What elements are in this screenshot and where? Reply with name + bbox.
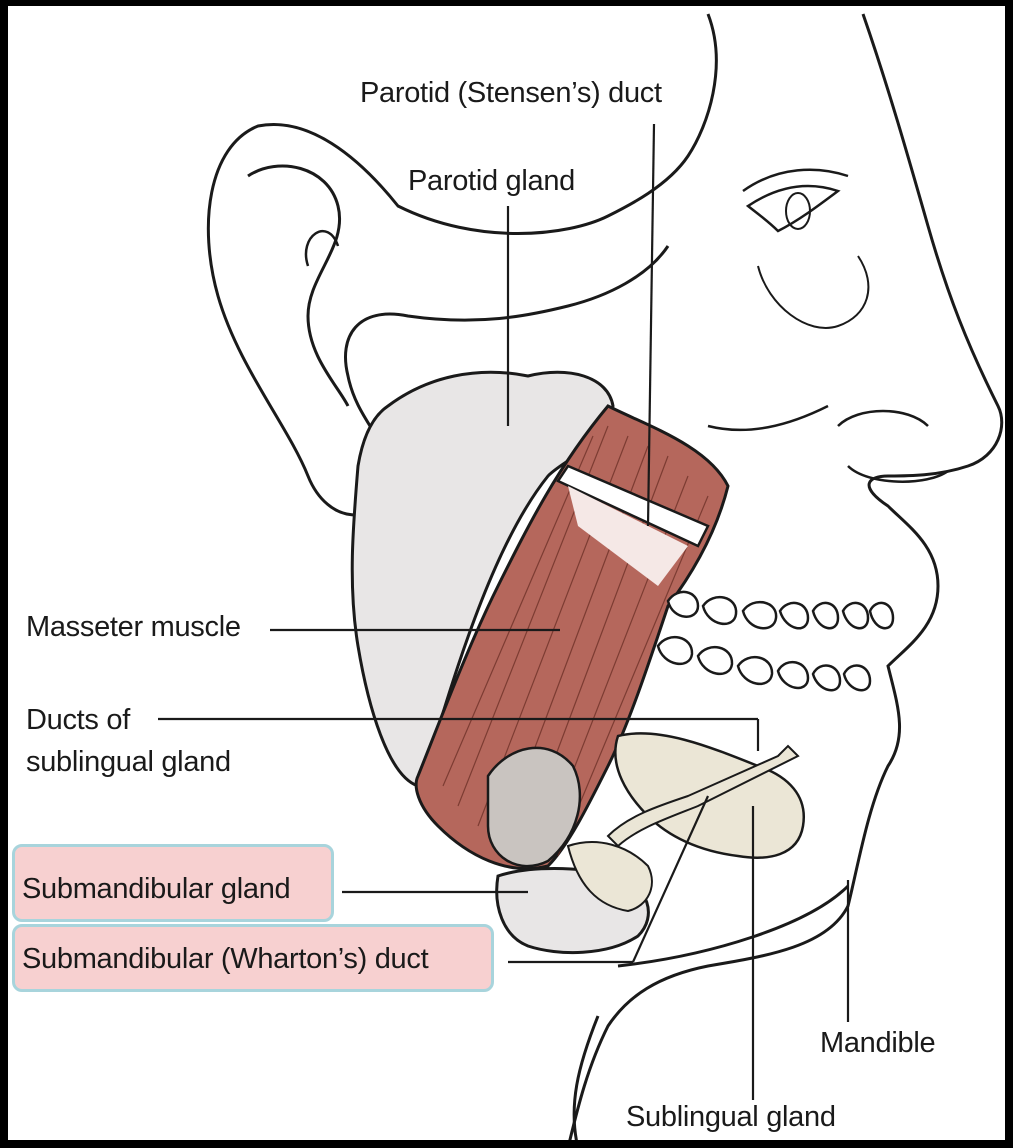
label-ducts-sublingual-gland: Ducts of sublingual gland bbox=[26, 699, 231, 783]
label-masseter-muscle: Masseter muscle bbox=[26, 610, 241, 644]
label-submandibular-gland: Submandibular gland bbox=[22, 872, 290, 906]
label-sublingual-gland: Sublingual gland bbox=[626, 1100, 836, 1134]
jaw-line bbox=[618, 886, 848, 966]
ear-inner bbox=[248, 166, 348, 406]
label-mandible: Mandible bbox=[820, 1026, 935, 1060]
label-parotid-gland: Parotid gland bbox=[408, 164, 575, 198]
label-parotid-duct: Parotid (Stensen’s) duct bbox=[360, 76, 662, 110]
eye bbox=[748, 186, 838, 231]
label-submandibular-duct: Submandibular (Wharton’s) duct bbox=[22, 942, 428, 976]
teeth bbox=[658, 592, 893, 690]
